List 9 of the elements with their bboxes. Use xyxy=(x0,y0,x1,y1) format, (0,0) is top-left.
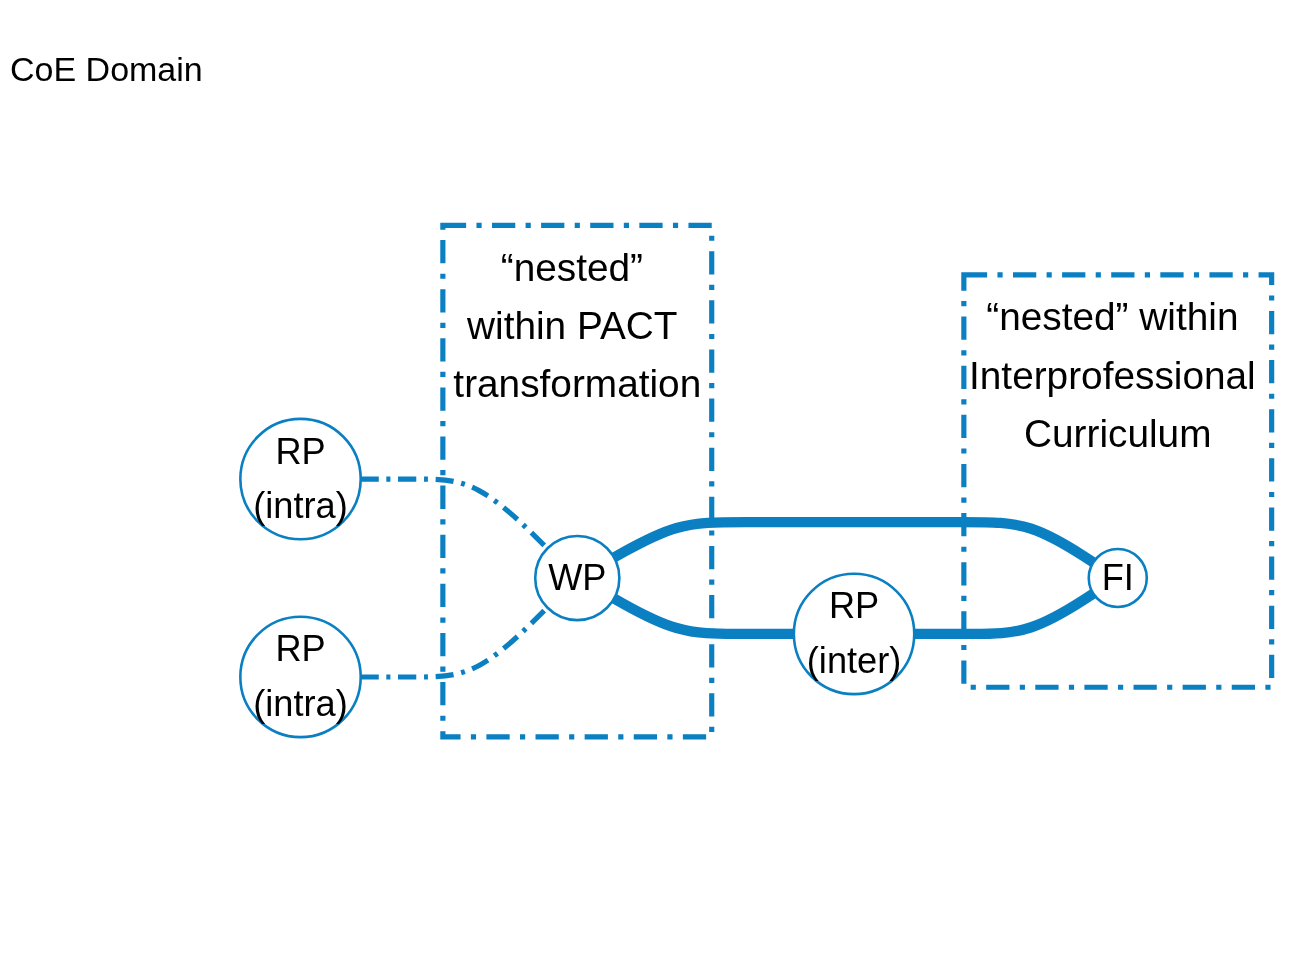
node-circle: FI xyxy=(1087,547,1149,609)
connector xyxy=(611,517,1097,567)
node-circle: RP (intra) xyxy=(239,417,362,541)
domain-label: CoE Domain xyxy=(10,50,204,89)
node-circle: RP (intra) xyxy=(239,615,362,739)
node-circle: RP (inter) xyxy=(792,572,916,696)
node-circle: WP xyxy=(533,534,621,622)
connector xyxy=(914,589,1097,640)
connector xyxy=(611,594,794,640)
